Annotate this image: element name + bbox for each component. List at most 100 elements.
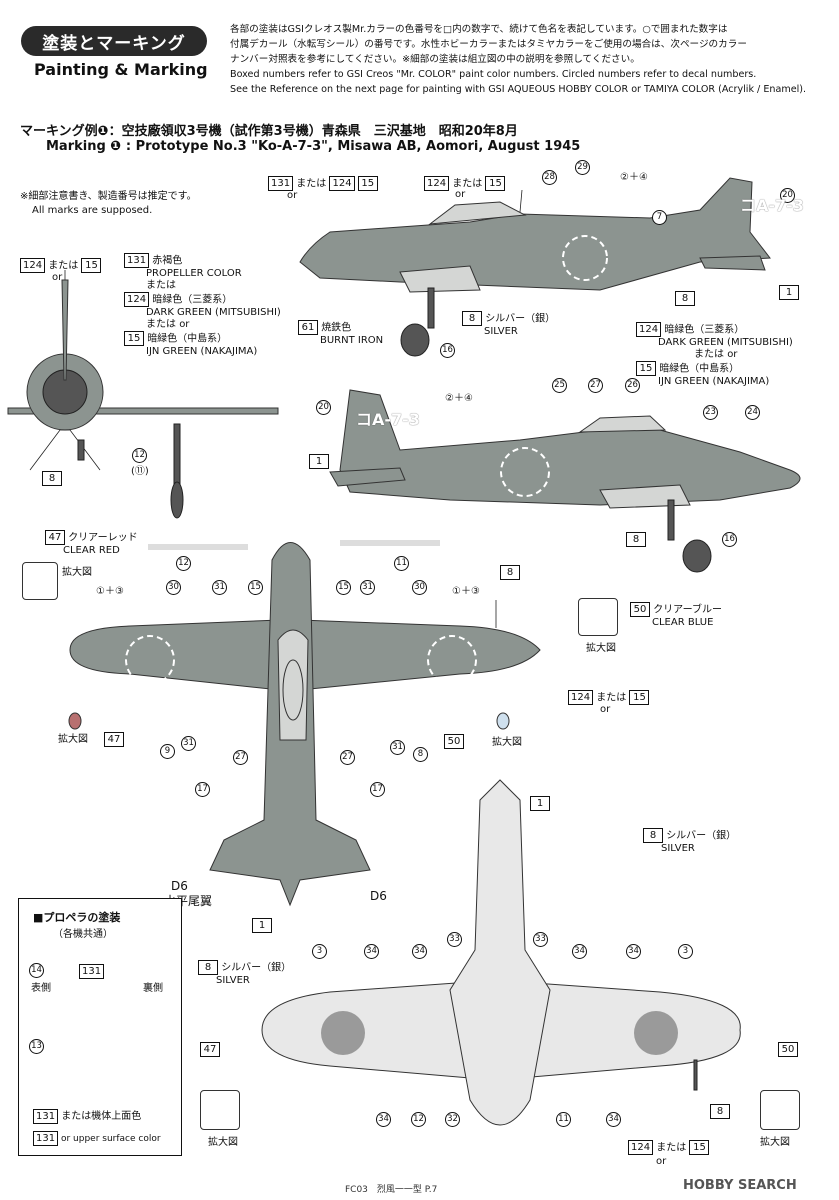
decal-25-label: 25 bbox=[552, 378, 567, 393]
decal-20: 20 bbox=[316, 400, 331, 415]
color-box-8: 8 bbox=[626, 532, 646, 547]
legend-silver-left: 8 シルバー（銀） SILVER bbox=[198, 960, 291, 987]
dark-green-en: DARK GREEN (MITSUBISHI) bbox=[658, 337, 793, 348]
side-view-left bbox=[299, 177, 771, 357]
decal-28: 28 bbox=[542, 170, 557, 185]
box-1-bottom: 1 bbox=[530, 796, 550, 811]
decal-26: 26 bbox=[625, 378, 640, 393]
color-box-8: 8 bbox=[198, 960, 218, 975]
decal-12-front: 12 bbox=[132, 448, 147, 463]
decal-15: 15 bbox=[248, 580, 263, 595]
color-box-131: 131 bbox=[33, 1109, 59, 1124]
color-box-8: 8 bbox=[675, 291, 695, 306]
decal-8: 8 bbox=[413, 747, 428, 762]
decal-9-left: 9 bbox=[160, 744, 175, 759]
ijn-green-en: IJN GREEN (NAKAJIMA) bbox=[146, 346, 258, 357]
or-jp: または bbox=[452, 178, 483, 190]
color-box-124: 124 bbox=[20, 258, 46, 273]
decal-33: 33 bbox=[533, 932, 548, 947]
silver-en: SILVER bbox=[216, 975, 250, 986]
decal-15-left: 15 bbox=[248, 580, 263, 595]
or-jp: または bbox=[596, 692, 627, 704]
decal-33: 33 bbox=[447, 932, 462, 947]
box-1-side: 1 bbox=[779, 285, 799, 300]
decal-23: 23 bbox=[703, 405, 718, 420]
propeller-back-label: 裏側 bbox=[143, 983, 163, 994]
burnt-iron-jp: 焼鉄色 bbox=[321, 322, 352, 334]
decal-34: 34 bbox=[572, 944, 587, 959]
decal-34-d: 34 bbox=[626, 944, 641, 959]
decal-17: 17 bbox=[370, 782, 385, 797]
box-1-top: 1 bbox=[252, 918, 272, 933]
intro-en-line-1: Boxed numbers refer to GSI Creos "Mr. CO… bbox=[230, 69, 757, 80]
box-1-side-2: 1 bbox=[309, 454, 329, 469]
decal-13-label: 13 bbox=[29, 1033, 44, 1054]
decal-26-label: 26 bbox=[625, 378, 640, 393]
decal-34: 34 bbox=[606, 1112, 621, 1127]
zoom-box-blue-2 bbox=[760, 1090, 800, 1130]
box-8-side: 8 bbox=[675, 291, 695, 306]
decal-1p3-left: ①＋③ bbox=[96, 586, 124, 597]
color-box-50: 50 bbox=[444, 734, 464, 749]
legend-burnt-iron: 61 焼鉄色 BURNT IRON bbox=[298, 320, 383, 347]
decal-28-label: 28 bbox=[542, 170, 557, 185]
label-d6-right: D6 bbox=[370, 889, 387, 903]
silver-en: SILVER bbox=[484, 326, 518, 337]
decal-27: 27 bbox=[233, 750, 248, 765]
decal-32-bottom: 32 bbox=[445, 1112, 460, 1127]
page-footer: FC03 烈風一一型 P.7 bbox=[345, 1185, 438, 1195]
decal-3: 3 bbox=[312, 944, 327, 959]
decal-34-c: 34 bbox=[572, 944, 587, 959]
clear-blue-jp: クリアーブルー bbox=[653, 604, 722, 616]
ijn-green-en: IJN GREEN (NAKAJIMA) bbox=[658, 376, 770, 387]
decal-12-top: 12 bbox=[176, 556, 191, 571]
silver-jp: シルバー（銀） bbox=[485, 313, 556, 325]
propeller-en: PROPELLER COLOR bbox=[146, 268, 242, 279]
decal-30: 30 bbox=[166, 580, 181, 595]
propeller-note-jp-row: 131 または機体上面色 bbox=[33, 1107, 141, 1124]
label-top-wing-colors: 124 または 15 bbox=[568, 690, 650, 705]
decal-27: 27 bbox=[588, 378, 603, 393]
zoom-label-6: 拡大図 bbox=[760, 1137, 790, 1148]
decal-11-front: (⑪) bbox=[131, 466, 149, 477]
or-jp: または bbox=[146, 319, 176, 330]
decal-14: 14 bbox=[29, 963, 44, 978]
intro-jp-line-1: 各部の塗装はGSIクレオス製Mr.カラーの色番号を□内の数字で、続けて色名を表記… bbox=[230, 24, 728, 35]
decal-24-label: 24 bbox=[745, 405, 760, 420]
decal-29-label: 29 bbox=[575, 160, 590, 175]
decal-12: 12 bbox=[176, 556, 191, 571]
color-box-15: 15 bbox=[629, 690, 650, 705]
color-box-8: 8 bbox=[710, 1104, 730, 1119]
color-box-15: 15 bbox=[689, 1140, 710, 1155]
section-title-jp: 塗装とマーキング bbox=[21, 26, 207, 56]
silver-jp: シルバー（銀） bbox=[221, 962, 292, 974]
decal-11-bottom: 11 bbox=[556, 1112, 571, 1127]
propeller-box-title: ■プロペラの塗装 bbox=[33, 911, 121, 924]
decal-12-bottom: 12 bbox=[411, 1112, 426, 1127]
color-box-47: 47 bbox=[200, 1042, 220, 1057]
box-8-side-2: 8 bbox=[626, 532, 646, 547]
color-box-15: 15 bbox=[81, 258, 102, 273]
color-box-8: 8 bbox=[643, 828, 663, 843]
decal-2p4-top: ②＋④ bbox=[620, 172, 648, 183]
decal-34: 34 bbox=[376, 1112, 391, 1127]
decal-20-label: 20 bbox=[780, 188, 795, 203]
color-box-15: 15 bbox=[357, 176, 378, 191]
color-box-124: 124 bbox=[636, 322, 662, 337]
color-box-50: 50 bbox=[630, 602, 650, 617]
zoom-box-blue bbox=[578, 598, 618, 636]
color-box-15: 15 bbox=[124, 331, 144, 346]
decal-16-label: 16 bbox=[440, 343, 455, 358]
decal-31: 31 bbox=[212, 580, 227, 595]
box-50-bottom: 50 bbox=[778, 1042, 798, 1057]
burnt-iron-en: BURNT IRON bbox=[320, 335, 384, 346]
color-box-8: 8 bbox=[42, 471, 62, 486]
decal-32: 32 bbox=[445, 1112, 460, 1127]
decal-31-right: 31 bbox=[360, 580, 375, 595]
decal-3-left: 3 bbox=[312, 944, 327, 959]
decal-11-top: 11 bbox=[394, 556, 409, 571]
box-8-bottom: 8 bbox=[710, 1104, 730, 1119]
decal-27-label: 27 bbox=[588, 378, 603, 393]
propeller-note-en-row: 131 or upper surface color bbox=[33, 1131, 161, 1146]
decal-16: 16 bbox=[722, 532, 737, 547]
